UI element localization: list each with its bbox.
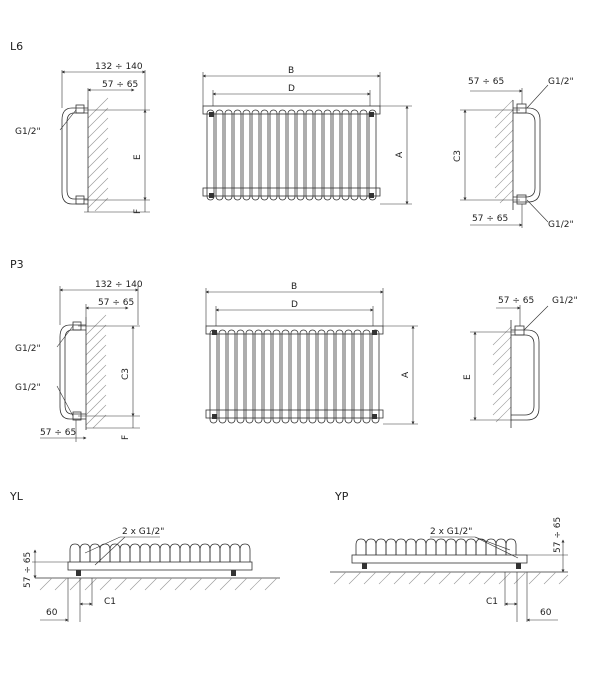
yp-centre-label: C1 (486, 597, 498, 607)
yp-top-view: 2 x G1/2" 57 ÷ 65 60 C1 (330, 517, 569, 622)
p3-foot-f-label: F (121, 435, 131, 440)
p3-bottom-connection-label: G1/2" (15, 383, 41, 393)
p3-centre-c3-label: C3 (121, 368, 131, 380)
p3-right-connection-label: G1/2" (552, 296, 578, 306)
l6-front-view: B D A (202, 66, 412, 205)
l6-foot-f-label: F (133, 209, 143, 214)
p3-width-b-label: B (291, 282, 297, 292)
yl-top-view: 2 x G1/2" 57 ÷ 65 60 C1 (23, 527, 280, 622)
l6-width-d-label: D (288, 84, 295, 94)
p3-front-view: B D A (205, 282, 418, 425)
l6-right-top-connection-label: G1/2" (548, 77, 574, 87)
l6-width-b-label: B (288, 66, 294, 76)
p3-right-side-view: 57 ÷ 65 G1/2" E (463, 296, 578, 428)
l6-right-side-view: 57 ÷ 65 G1/2" C3 57 ÷ 65 G1/2" (453, 77, 574, 230)
l6-right-top-offset-label: 57 ÷ 65 (468, 77, 504, 87)
p3-bottom-offset-label: 57 ÷ 65 (40, 428, 76, 438)
yp-height-label: 57 ÷ 65 (553, 517, 563, 553)
p3-pipe-offset-label: 57 ÷ 65 (98, 298, 134, 308)
p3-right-top-offset-label: 57 ÷ 65 (498, 296, 534, 306)
l6-height-a-label: A (395, 151, 405, 158)
yl-connections-label: 2 x G1/2" (122, 527, 164, 537)
l6-right-bottom-connection-label: G1/2" (548, 220, 574, 230)
l6-right-centre-label: C3 (453, 150, 463, 162)
yp-width-label: 60 (540, 608, 552, 618)
yl-width-label: 60 (46, 608, 58, 618)
section-title-p3: P3 (10, 258, 24, 271)
l6-top-width-label: 132 ÷ 140 (95, 62, 143, 72)
l6-left-side-view: 132 ÷ 140 57 ÷ 65 G1/2" E F (15, 62, 150, 214)
p3-left-side-view: 132 ÷ 140 57 ÷ 65 G1/2" G1/2" C3 57 ÷ 65… (15, 280, 143, 442)
section-title-yl: YL (9, 490, 24, 503)
yl-centre-label: C1 (104, 597, 116, 607)
l6-right-bottom-offset-label: 57 ÷ 65 (472, 214, 508, 224)
p3-top-connection-label: G1/2" (15, 344, 41, 354)
p3-height-a-label: A (401, 371, 411, 378)
p3-top-width-label: 132 ÷ 140 (95, 280, 143, 290)
l6-height-e-label: E (133, 154, 143, 160)
l6-left-wall-hatch (87, 97, 109, 212)
l6-connection-label: G1/2" (15, 127, 41, 137)
l6-pipe-offset-label: 57 ÷ 65 (102, 80, 138, 90)
p3-right-height-e-label: E (463, 374, 473, 380)
yl-height-label: 57 ÷ 65 (23, 552, 33, 588)
section-title-yp: YP (334, 490, 349, 503)
yp-connections-label: 2 x G1/2" (430, 527, 472, 537)
section-title-l6: L6 (10, 40, 23, 53)
p3-width-d-label: D (291, 300, 298, 310)
